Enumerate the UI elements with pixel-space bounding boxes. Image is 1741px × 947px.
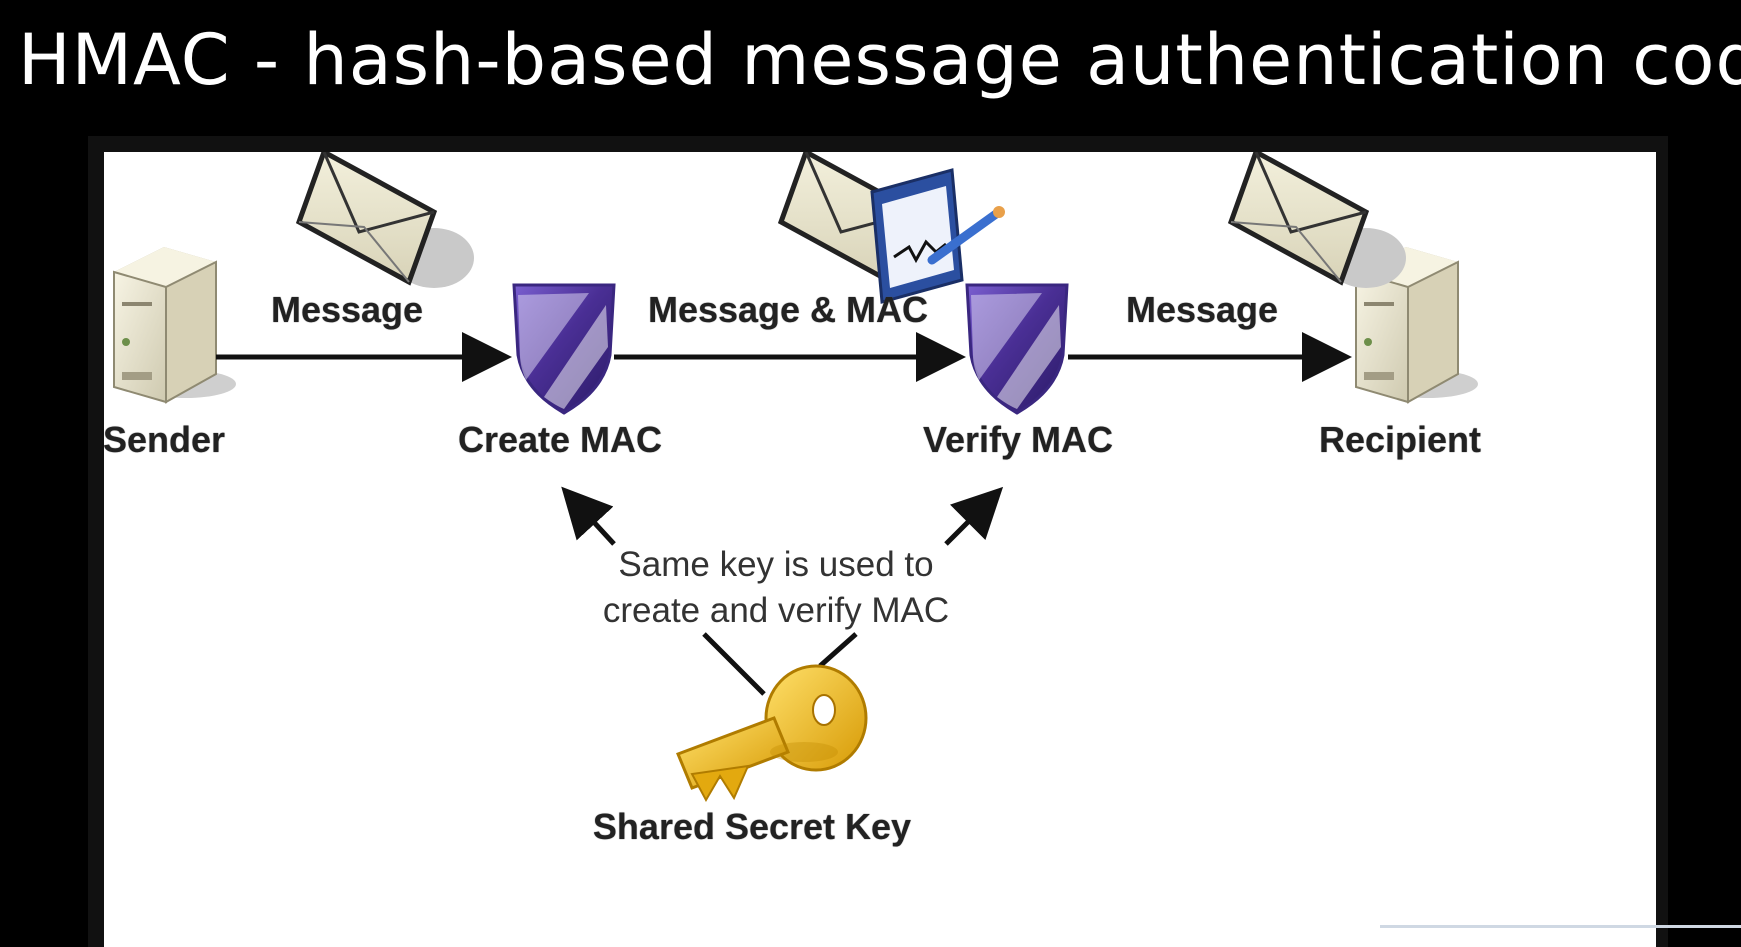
note-line-1: Same key is used to	[618, 545, 934, 584]
create-mac-shield-icon	[512, 283, 616, 415]
recipient-server-icon	[1355, 247, 1478, 404]
node-label-recipient: Recipient	[1318, 419, 1482, 460]
bottom-accent-line	[1380, 925, 1741, 928]
slide-title: HMAC - hash-based message authentication…	[18, 19, 1741, 101]
sender-server-icon	[113, 247, 236, 404]
node-label-verify-mac: Verify MAC	[922, 419, 1114, 460]
key-line-right	[818, 632, 858, 668]
arrow-note-to-verify	[944, 486, 1004, 546]
diagram-panel: Message Message & MAC Message Sender Cre…	[104, 152, 1656, 947]
signed-document-icon	[870, 168, 1005, 304]
arrow-note-to-create	[561, 486, 616, 546]
diagram-canvas	[113, 152, 1478, 803]
edge-label-sender-to-create: Message	[270, 289, 424, 330]
note-line-2: create and verify MAC	[602, 591, 950, 630]
key-line-left	[702, 632, 766, 696]
edge-label-create-to-verify: Message & MAC	[647, 289, 929, 330]
node-label-shared-key: Shared Secret Key	[592, 806, 912, 847]
envelope-icon	[1227, 152, 1406, 288]
key-icon	[676, 664, 868, 803]
node-label-create-mac: Create MAC	[457, 419, 663, 460]
verify-mac-shield-icon	[965, 283, 1069, 415]
envelope-icon	[295, 152, 474, 288]
node-label-sender: Sender	[104, 419, 226, 460]
edge-label-verify-to-recipient: Message	[1125, 289, 1279, 330]
